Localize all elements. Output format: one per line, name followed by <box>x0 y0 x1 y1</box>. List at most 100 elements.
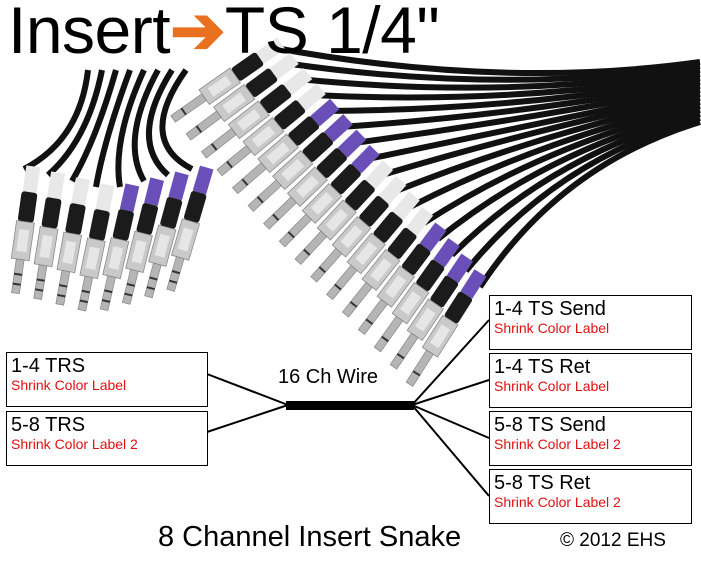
plug-shaft <box>263 196 297 230</box>
ring-band <box>36 278 45 282</box>
shrink-sleeve <box>283 68 313 96</box>
barrel-highlight <box>85 246 100 271</box>
ts-connector-2 <box>201 68 313 159</box>
cable <box>93 68 133 188</box>
plug-shaft <box>55 270 71 306</box>
tip-band <box>195 125 203 133</box>
plug-shaft <box>201 127 237 159</box>
trs-connector-2 <box>55 177 90 306</box>
tip-band <box>318 266 326 274</box>
plug-shaft <box>216 145 252 177</box>
cable <box>339 79 701 130</box>
tip-band <box>241 178 249 186</box>
barrel-highlight <box>16 229 30 253</box>
wire-label: 16 Ch Wire <box>278 366 379 388</box>
cable <box>408 99 701 210</box>
boot <box>260 84 292 114</box>
barrel-highlight <box>295 175 319 198</box>
cable <box>325 75 701 114</box>
boot <box>401 243 431 275</box>
ts-connector-15 <box>405 269 487 387</box>
plug-shaft <box>389 332 419 370</box>
label-sub: Shrink Color Label <box>494 320 610 336</box>
boot <box>112 209 134 241</box>
ts-connector-0 <box>170 37 286 123</box>
boot <box>65 203 86 235</box>
cable <box>463 115 701 273</box>
boot <box>359 195 389 227</box>
boot <box>387 227 417 259</box>
barrel-highlight <box>222 92 247 114</box>
cable <box>115 68 147 188</box>
barrel-highlight <box>281 158 305 182</box>
tip-band <box>79 299 88 304</box>
tip-band <box>412 370 421 377</box>
page-title: Insert➔TS 1/4" <box>8 0 440 67</box>
plug-shaft <box>405 349 434 387</box>
wire-to-5-8-ts-ret <box>411 404 490 497</box>
trs-connector-1 <box>33 171 65 300</box>
wire-to-1-4-ts-ret <box>411 379 490 406</box>
plug-shaft <box>247 179 282 212</box>
ts-connector-9 <box>310 175 407 283</box>
tip-band <box>272 213 280 221</box>
label-box-5-8-ts-ret: 5-8 TS Ret Shrink Color Label 2 <box>489 469 692 524</box>
boot <box>274 100 306 130</box>
shrink-sleeve <box>47 171 65 200</box>
tip-band <box>396 353 405 360</box>
label-sub: Shrink Color Label 2 <box>494 436 621 452</box>
barrel-highlight <box>251 125 276 148</box>
shrink-sleeve <box>192 165 214 195</box>
tip-band <box>334 283 342 291</box>
barrel-highlight <box>370 258 392 282</box>
orange-arrow-icon: ➔ <box>170 0 225 67</box>
shrink-sleeve <box>365 160 394 189</box>
shrink-sleeve <box>378 175 407 205</box>
barrel-highlight <box>154 233 171 258</box>
tip-band <box>349 301 358 308</box>
snake-body <box>286 401 414 410</box>
boot <box>302 132 334 162</box>
tip-band <box>303 248 311 256</box>
cable <box>422 103 701 226</box>
plug-shaft <box>373 315 404 353</box>
cable <box>131 68 161 183</box>
cable <box>449 111 701 258</box>
barrel-highlight <box>385 274 407 299</box>
cable <box>353 83 701 146</box>
shrink-sleeve <box>71 177 90 206</box>
plug-shaft <box>166 256 185 292</box>
plug-shaft <box>278 213 313 248</box>
trs-connector-7 <box>166 165 214 292</box>
plug-shaft <box>294 230 328 265</box>
label-main: 1-4 TS Ret <box>494 356 591 378</box>
trs-connector-3 <box>77 183 115 312</box>
tip-band <box>287 231 295 239</box>
ring-band <box>81 289 90 294</box>
tip-band <box>365 318 374 325</box>
shrink-sleeve <box>405 206 434 236</box>
label-box-1-4-trs: 1-4 TRS Shrink Color Label <box>6 352 208 407</box>
ts-connector-11 <box>341 206 434 318</box>
boot <box>17 191 38 223</box>
tip-band <box>57 293 66 298</box>
trs-connector-4 <box>99 183 140 312</box>
ring-band <box>14 272 23 276</box>
ts-connector-4 <box>232 98 340 195</box>
label-box-1-4-ts-ret: 1-4 TS Ret Shrink Color Label <box>489 353 692 408</box>
barrel-highlight <box>62 240 77 265</box>
barrel-highlight <box>177 227 194 252</box>
boot <box>160 197 183 229</box>
ring-band <box>104 289 113 294</box>
ring-band <box>126 282 135 287</box>
boot <box>288 116 320 146</box>
shrink-sleeve <box>310 98 340 127</box>
boot <box>231 52 264 81</box>
boot <box>373 211 403 243</box>
tip-band <box>256 196 264 204</box>
boot <box>345 180 375 211</box>
ts-connector-14 <box>389 253 474 370</box>
wire-to-1-4-ts-send <box>411 319 490 406</box>
boot <box>183 190 207 223</box>
